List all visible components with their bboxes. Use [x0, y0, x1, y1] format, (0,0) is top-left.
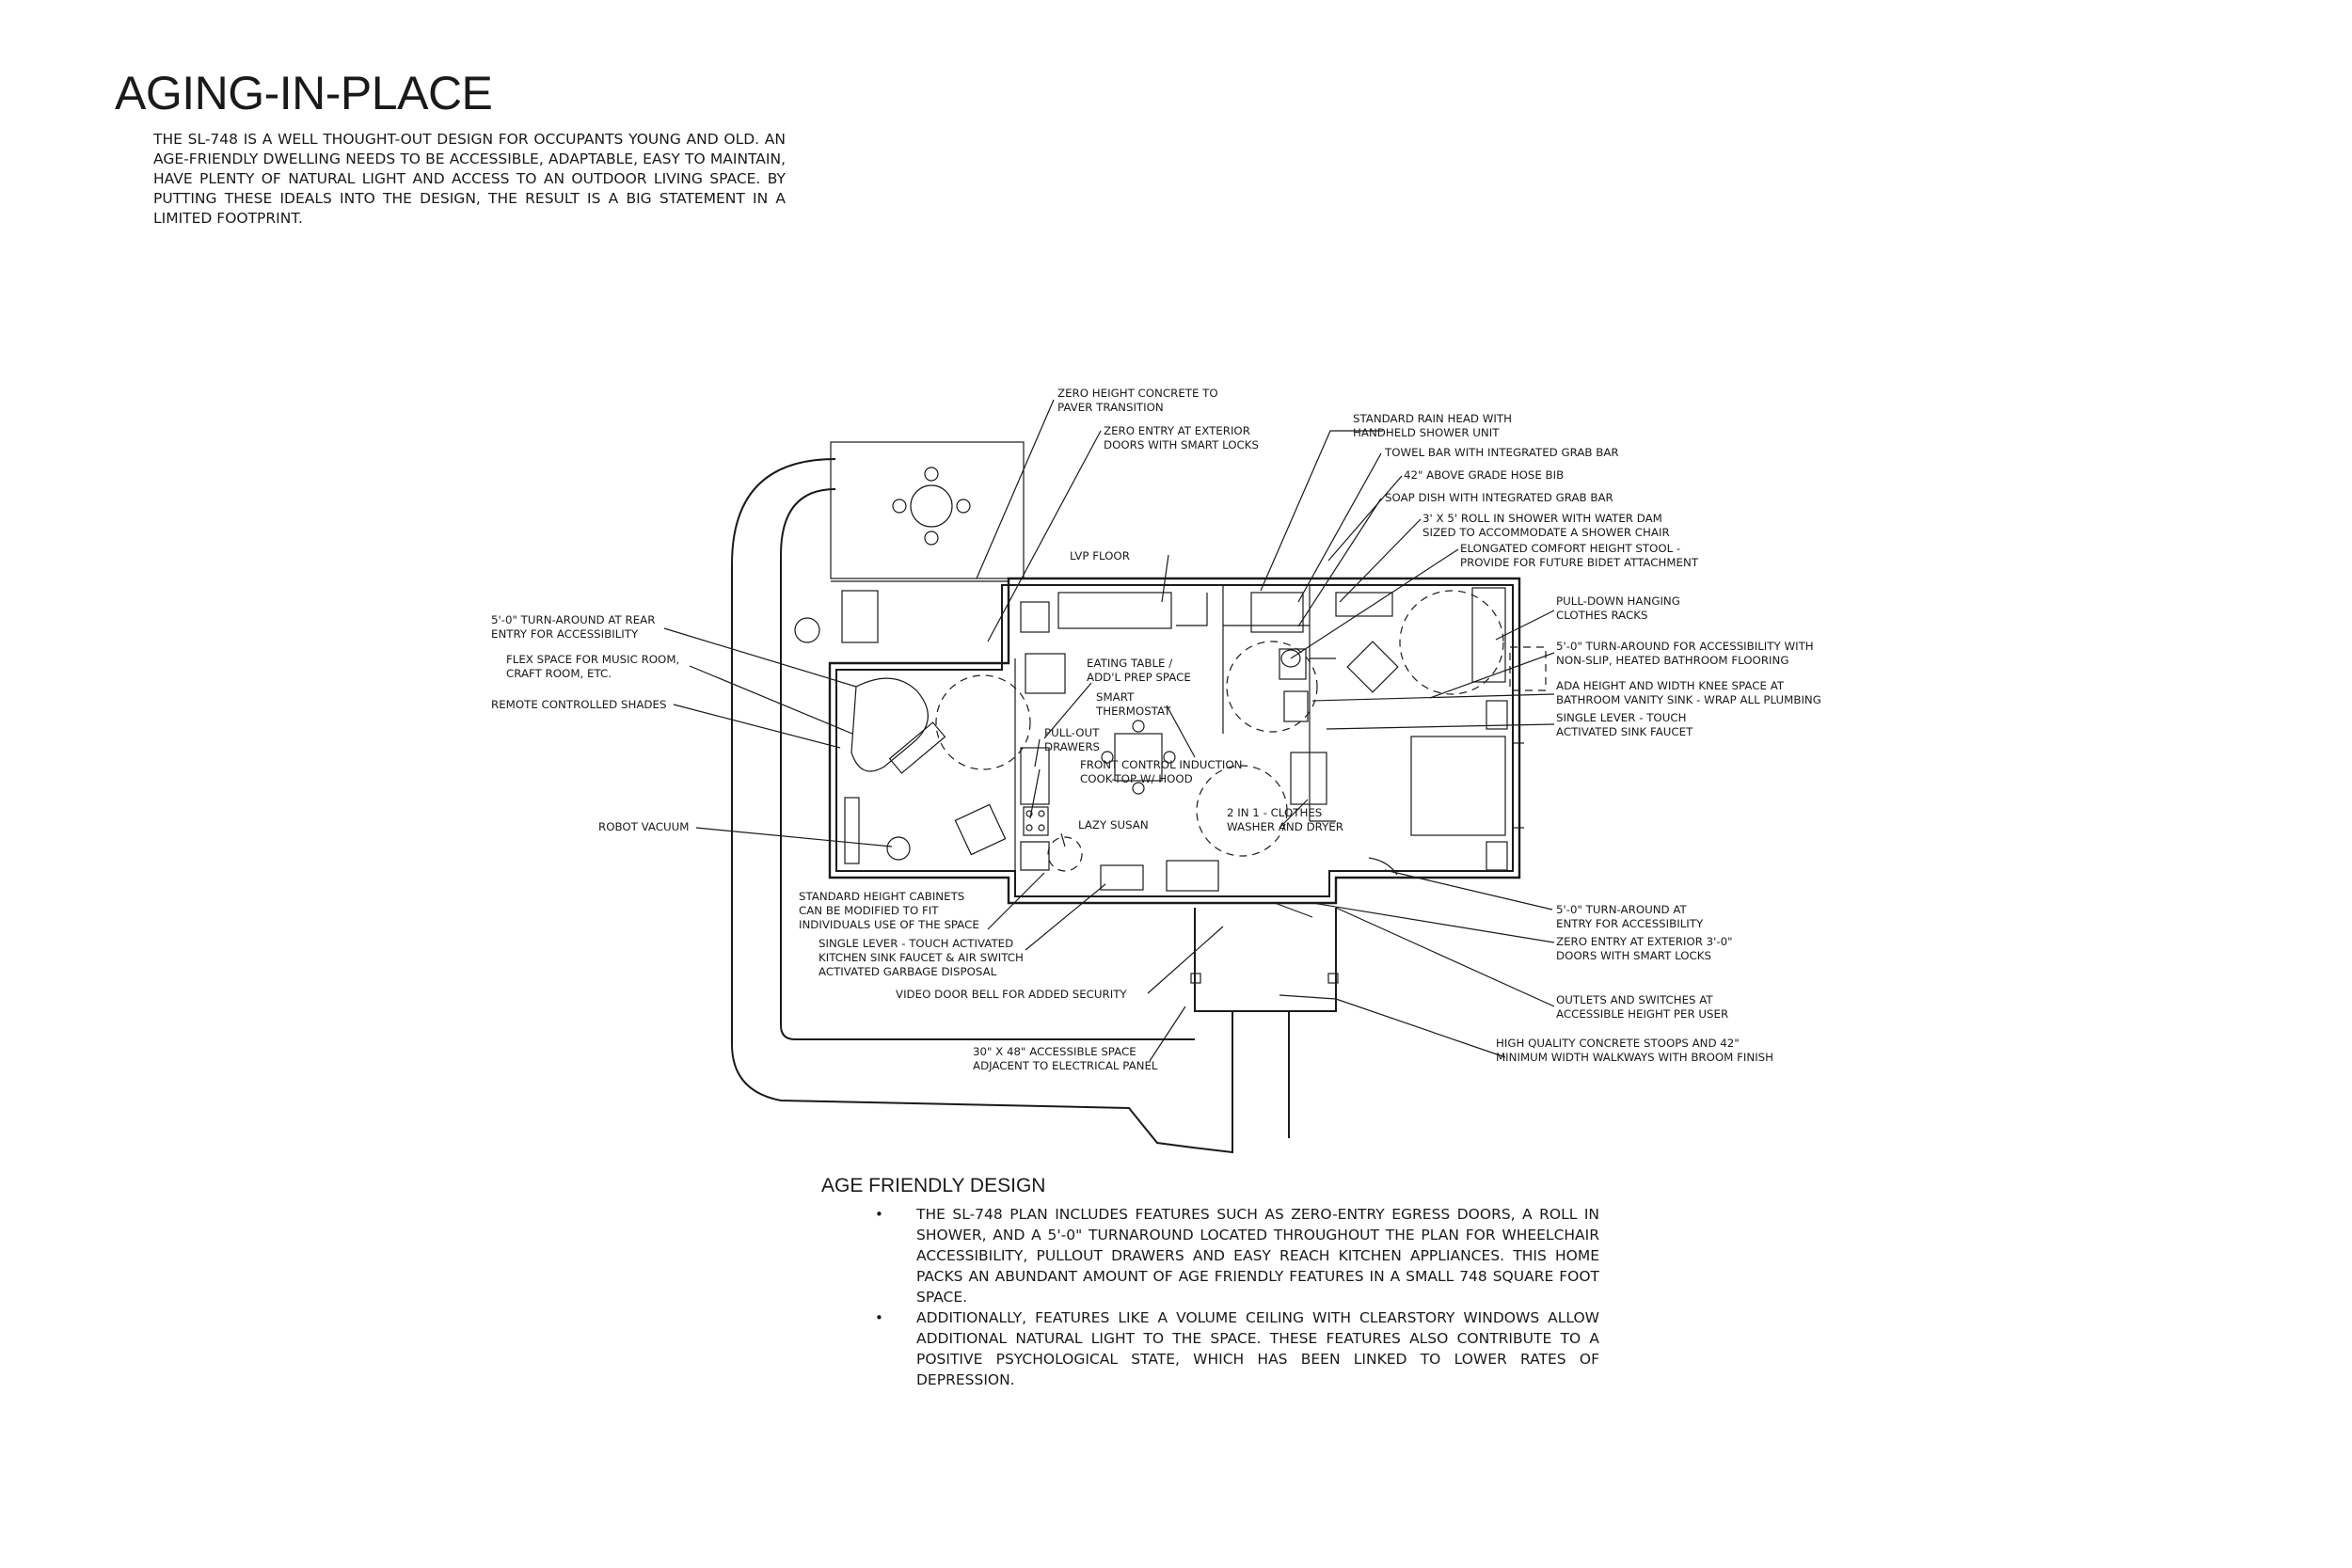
front-turnaround-circle: [1196, 765, 1288, 857]
pull-out-drawers: [1020, 747, 1050, 805]
callout-front-turnaround: 5'-0" TURN-AROUND AT ENTRY FOR ACCESSIBI…: [1556, 903, 1704, 930]
intro-paragraph: THE SL-748 IS A WELL THOUGHT-OUT DESIGN …: [153, 131, 786, 227]
callout-rain-head: STANDARD RAIN HEAD WITH HANDHELD SHOWER …: [1353, 412, 1512, 439]
lazy-susan-symbol: [1047, 836, 1083, 872]
patio-table: [910, 484, 953, 528]
callout-front-smart-locks: ZERO ENTRY AT EXTERIOR 3'-0" DOORS WITH …: [1556, 935, 1733, 962]
piano: [850, 677, 929, 772]
rear-turnaround-circle: [935, 674, 1031, 770]
callout-remote-shades: REMOTE CONTROLLED SHADES: [491, 698, 667, 711]
bedroom-turnaround-circle: [1399, 590, 1504, 695]
section-title: AGE FRIENDLY DESIGN: [821, 1175, 1046, 1196]
callout-pullout-drawers: PULL-OUT DRAWERS: [1044, 726, 1101, 753]
callout-cabinets: STANDARD HEIGHT CABINETS CAN BE MODIFIED…: [799, 890, 979, 931]
callout-hose-bib: 42" ABOVE GRADE HOSE BIB: [1404, 468, 1565, 482]
callout-thermostat: SMART THERMOSTAT: [1096, 690, 1171, 718]
bullet-text: ADDITIONALLY, FEATURES LIKE A VOLUME CEI…: [916, 1309, 1599, 1388]
callout-comfort-stool: ELONGATED COMFORT HEIGHT STOOL - PROVIDE…: [1460, 542, 1699, 569]
bullet-item: • THE SL-748 PLAN INCLUDES FEATURES SUCH …: [875, 1204, 1599, 1307]
kitchen-sink: [1100, 864, 1144, 891]
page-title: AGING-IN-PLACE: [115, 67, 493, 119]
callout-eating-table: EATING TABLE / ADD'L PREP SPACE: [1087, 657, 1191, 684]
callout-bath-turnaround: 5'-0" TURN-AROUND FOR ACCESSIBILITY WITH…: [1556, 640, 1814, 667]
callout-washer-dryer: 2 IN 1 - CLOTHES WASHER AND DRYER: [1227, 806, 1343, 833]
sofa: [1057, 592, 1172, 629]
planter: [794, 617, 820, 643]
callout-cooktop: FRONT CONTROL INDUCTION COOK-TOP W/ HOOD: [1080, 758, 1243, 785]
callout-lvp-floor: LVP FLOOR: [1070, 549, 1130, 562]
callout-outlets: OUTLETS AND SWITCHES AT ACCESSIBLE HEIGH…: [1556, 993, 1729, 1021]
bullet-dot: •: [875, 1206, 883, 1223]
callout-bath-faucet: SINGLE LEVER - TOUCH ACTIVATED SINK FAUC…: [1556, 711, 1693, 738]
washer-dryer: [1290, 752, 1327, 805]
callout-soap-dish: SOAP DISH WITH INTEGRATED GRAB BAR: [1385, 491, 1613, 504]
callout-clothes-racks: PULL-DOWN HANGING CLOTHES RACKS: [1556, 594, 1680, 622]
roll-in-shower: [1250, 592, 1304, 633]
callout-flex-space: FLEX SPACE FOR MUSIC ROOM, CRAFT ROOM, E…: [506, 653, 680, 680]
site-walkway: [731, 458, 1290, 1154]
bedroom: [1335, 587, 1547, 871]
eating-table: [1114, 733, 1163, 782]
bath-turnaround-circle: [1226, 641, 1318, 733]
front-stoop: [1190, 857, 1398, 1012]
callout-towel-bar: TOWEL BAR WITH INTEGRATED GRAB BAR: [1385, 446, 1619, 459]
bed: [1410, 736, 1506, 836]
callout-paver-transition: ZERO HEIGHT CONCRETE TO PAVER TRANSITION: [1057, 387, 1218, 414]
callout-lazy-susan: LAZY SUSAN: [1078, 818, 1149, 832]
cooktop: [1023, 806, 1049, 836]
exterior-walls: [828, 577, 1521, 905]
rear-patio: [794, 441, 1025, 643]
callout-stoops: HIGH QUALITY CONCRETE STOOPS AND 42" MIN…: [1496, 1037, 1774, 1064]
callout-door-bell: VIDEO DOOR BELL FOR ADDED SECURITY: [896, 988, 1127, 1001]
flex-room: [844, 674, 1031, 864]
vanity-sink: [1283, 690, 1309, 722]
callout-roll-in-shower: 3' x 5' ROLL IN SHOWER WITH WATER DAM SI…: [1422, 512, 1670, 539]
robot-vacuum-symbol: [886, 836, 911, 861]
callout-kitchen-faucet: SINGLE LEVER - TOUCH ACTIVATED KITCHEN S…: [818, 937, 1024, 978]
callout-vanity-sink: ADA HEIGHT AND WIDTH KNEE SPACE AT BATHR…: [1556, 679, 1821, 706]
callout-rear-turnaround: 5'-0" TURN-AROUND AT REAR ENTRY FOR ACCE…: [491, 613, 656, 641]
bullet-item: • ADDITIONALLY, FEATURES LIKE A VOLUME CE…: [875, 1307, 1599, 1390]
bullet-text: THE SL-748 PLAN INCLUDES FEATURES SUCH A…: [916, 1206, 1599, 1306]
design-bullet-list: • THE SL-748 PLAN INCLUDES FEATURES SUCH …: [875, 1204, 1599, 1390]
toilet: [1279, 648, 1307, 680]
callout-rear-smart-locks: ZERO ENTRY AT EXTERIOR DOORS WITH SMART …: [1104, 424, 1259, 451]
living-kitchen: [1020, 592, 1288, 892]
bullet-dot: •: [875, 1309, 883, 1326]
leader-lines: [663, 399, 1555, 1062]
bathroom: [1226, 592, 1336, 822]
callout-robot-vacuum: ROBOT VACUUM: [598, 820, 690, 833]
callout-panel-space: 30" x 48" ACCESSIBLE SPACE ADJACENT TO E…: [973, 1045, 1158, 1072]
